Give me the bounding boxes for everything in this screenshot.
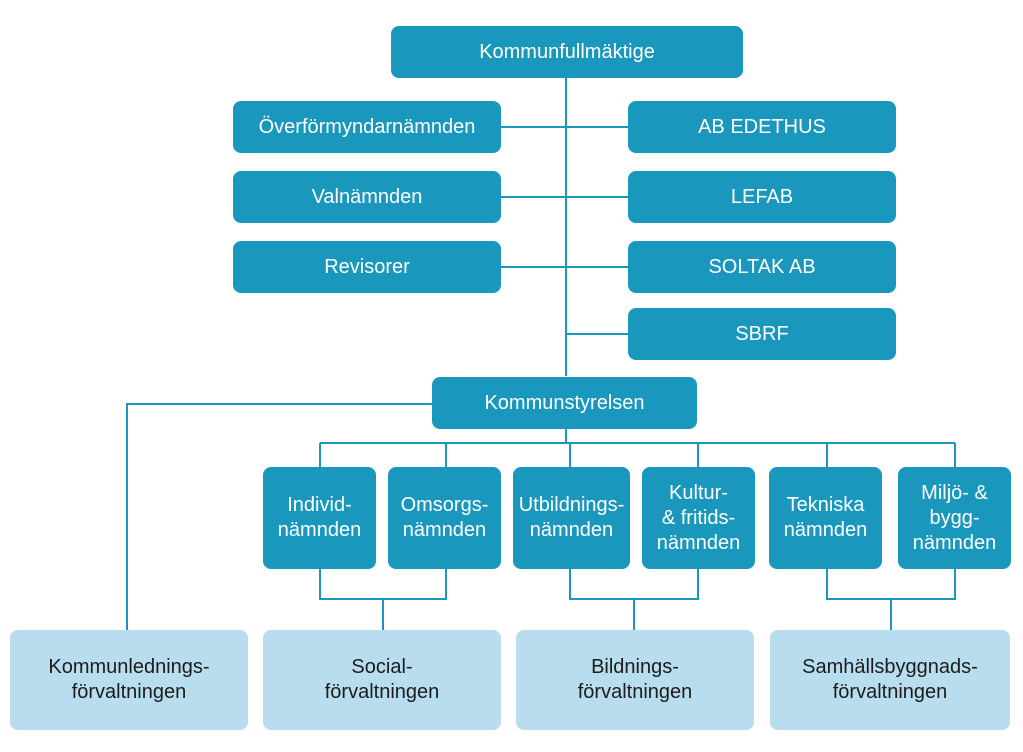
bildningsforvaltningen-line-1: Bildnings- <box>591 656 679 678</box>
kommunstyrelsen-label: Kommunstyrelsen <box>484 391 645 414</box>
branch-kommunledning <box>126 403 432 630</box>
kultur-fritidsnamnden-line-1: Kultur- <box>669 481 728 504</box>
kommunfullmaktige-label: Kommunfullmäktige <box>479 40 655 63</box>
group-samhallsbyggnad <box>826 569 956 600</box>
revisorer-label: Revisorer <box>324 255 410 278</box>
miljo-byggnamnden-line-2: bygg- <box>929 506 980 529</box>
bildningsforvaltningen-box: Bildnings- förvaltningen <box>516 630 754 730</box>
kultur-fritidsnamnden-line-3: nämnden <box>656 531 741 554</box>
group-bildning <box>569 569 699 600</box>
socialforvaltningen-line-2: förvaltningen <box>324 681 440 703</box>
kommunledningsforvaltningen-line-1: Kommunlednings- <box>48 656 210 678</box>
kultur-fritidsnamnden-box: Kultur- & fritids- nämnden <box>642 467 755 569</box>
tekniska-namnden-box: Tekniska nämnden <box>769 467 882 569</box>
kommunledningsforvaltningen-box: Kommunlednings- förvaltningen <box>10 630 248 730</box>
socialforvaltningen-line-1: Social- <box>351 656 413 678</box>
kommunledningsforvaltningen-line-2: förvaltningen <box>71 681 187 703</box>
bildningsforvaltningen-line-2: förvaltningen <box>577 681 693 703</box>
valnamnden-label: Valnämnden <box>311 185 423 208</box>
ab-edethus-box: AB EDETHUS <box>628 101 896 153</box>
utbildningsnamnden-line-2: nämnden <box>529 519 614 541</box>
individnamnden-line-2: nämnden <box>277 519 362 541</box>
samhallsbyggnadsforvaltningen-line-2: förvaltningen <box>832 681 948 703</box>
valnamnden-box: Valnämnden <box>233 171 501 223</box>
individnamnden-box: Individ- nämnden <box>263 467 376 569</box>
kultur-fritidsnamnden-line-2: & fritids- <box>661 506 736 529</box>
sbrf-box: SBRF <box>628 308 896 360</box>
group-social <box>319 569 447 600</box>
overformyndarnamnden-box: Överförmyndarnämnden <box>233 101 501 153</box>
samhallsbyggnadsforvaltningen-line-1: Samhällsbyggnads- <box>802 656 978 678</box>
overformyndarnamnden-label: Överförmyndarnämnden <box>258 115 476 138</box>
omsorgsnamnden-box: Omsorgs- nämnden <box>388 467 501 569</box>
miljo-byggnamnden-line-1: Miljö- & <box>921 481 988 504</box>
miljo-byggnamnden-box: Miljö- & bygg- nämnden <box>898 467 1011 569</box>
sbrf-label: SBRF <box>735 322 789 345</box>
utbildningsnamnden-line-1: Utbildnings- <box>518 494 625 516</box>
tekniska-namnden-line-2: nämnden <box>783 519 868 541</box>
utbildningsnamnden-box: Utbildnings- nämnden <box>513 467 630 569</box>
lefab-box: LEFAB <box>628 171 896 223</box>
soltak-ab-label: SOLTAK AB <box>708 255 816 278</box>
ab-edethus-label: AB EDETHUS <box>698 115 826 138</box>
lefab-label: LEFAB <box>730 185 794 208</box>
kommunstyrelsen-box: Kommunstyrelsen <box>432 377 697 429</box>
omsorgsnamnden-line-2: nämnden <box>402 519 487 541</box>
samhallsbyggnadsforvaltningen-box: Samhällsbyggnads- förvaltningen <box>770 630 1010 730</box>
omsorgsnamnden-line-1: Omsorgs- <box>400 494 489 516</box>
individnamnden-line-1: Individ- <box>287 494 352 516</box>
socialforvaltningen-box: Social- förvaltningen <box>263 630 501 730</box>
soltak-ab-box: SOLTAK AB <box>628 241 896 293</box>
tekniska-namnden-line-1: Tekniska <box>786 494 865 516</box>
kommunfullmaktige-box: Kommunfullmäktige <box>391 26 743 78</box>
miljo-byggnamnden-line-3: nämnden <box>912 531 997 554</box>
revisorer-box: Revisorer <box>233 241 501 293</box>
